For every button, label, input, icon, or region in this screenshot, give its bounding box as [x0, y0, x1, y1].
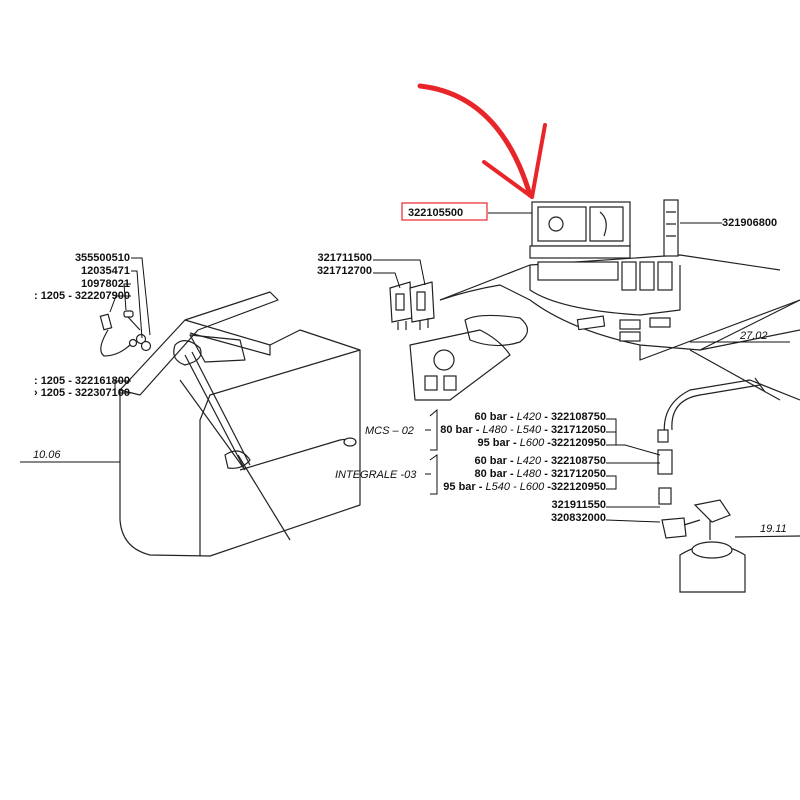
part-label: › 1205 - 322307100	[34, 387, 130, 399]
section-ref: 10.06	[33, 449, 61, 461]
section-ref: 27.02	[739, 330, 768, 342]
part-label: 321712700	[317, 265, 372, 277]
table-row: 60 bar - L420 - 322108750	[474, 455, 606, 467]
highlight-box	[401, 202, 488, 221]
part-label: 10978021	[81, 278, 130, 290]
table-row: 80 bar - L480 - L540 - 321712050	[440, 424, 606, 436]
right-leaders	[373, 212, 790, 523]
table-row: 95 bar - L600 -322120950	[478, 437, 606, 449]
section-ref: 19.11	[760, 523, 787, 535]
part-label: 12035471	[81, 265, 130, 277]
part-label: : 1205 - 322161800	[34, 375, 130, 387]
table-row: 95 bar - L540 - L600 -322120950	[443, 481, 606, 493]
part-label: 321906800	[722, 217, 777, 229]
part-label: 355500510	[75, 252, 130, 264]
left-labels: 355500510 12035471 10978021 : 1205 - 322…	[33, 252, 130, 461]
fuel-tank-drawing	[119, 291, 361, 557]
group-name: MCS – 02	[365, 425, 414, 437]
left-leaders	[20, 257, 151, 463]
pressure-sensor-drawing	[657, 377, 800, 593]
part-label: : 1205 - 322207900	[34, 290, 130, 302]
dashboard-drawing	[389, 199, 800, 401]
part-label: 320832000	[551, 512, 606, 524]
sender-parts	[99, 310, 152, 357]
sensor-table: MCS – 02 INTEGRALE -03 60 bar - L420 - 3…	[335, 411, 606, 524]
part-label: 321711500	[318, 252, 372, 264]
rocker-switches	[389, 281, 435, 330]
part-label: 321911550	[552, 499, 606, 511]
middle-labels: 321711500 321712700 322105500 321906800 …	[317, 202, 787, 535]
table-row: 80 bar - L480 - 321712050	[474, 468, 606, 480]
group-name: INTEGRALE -03	[335, 469, 417, 481]
table-row: 60 bar - L420 - 322108750	[474, 411, 606, 423]
indicator-module	[663, 199, 679, 257]
red-arrow-annotation	[417, 83, 547, 199]
highlighted-part-label: 322105500	[408, 207, 463, 219]
